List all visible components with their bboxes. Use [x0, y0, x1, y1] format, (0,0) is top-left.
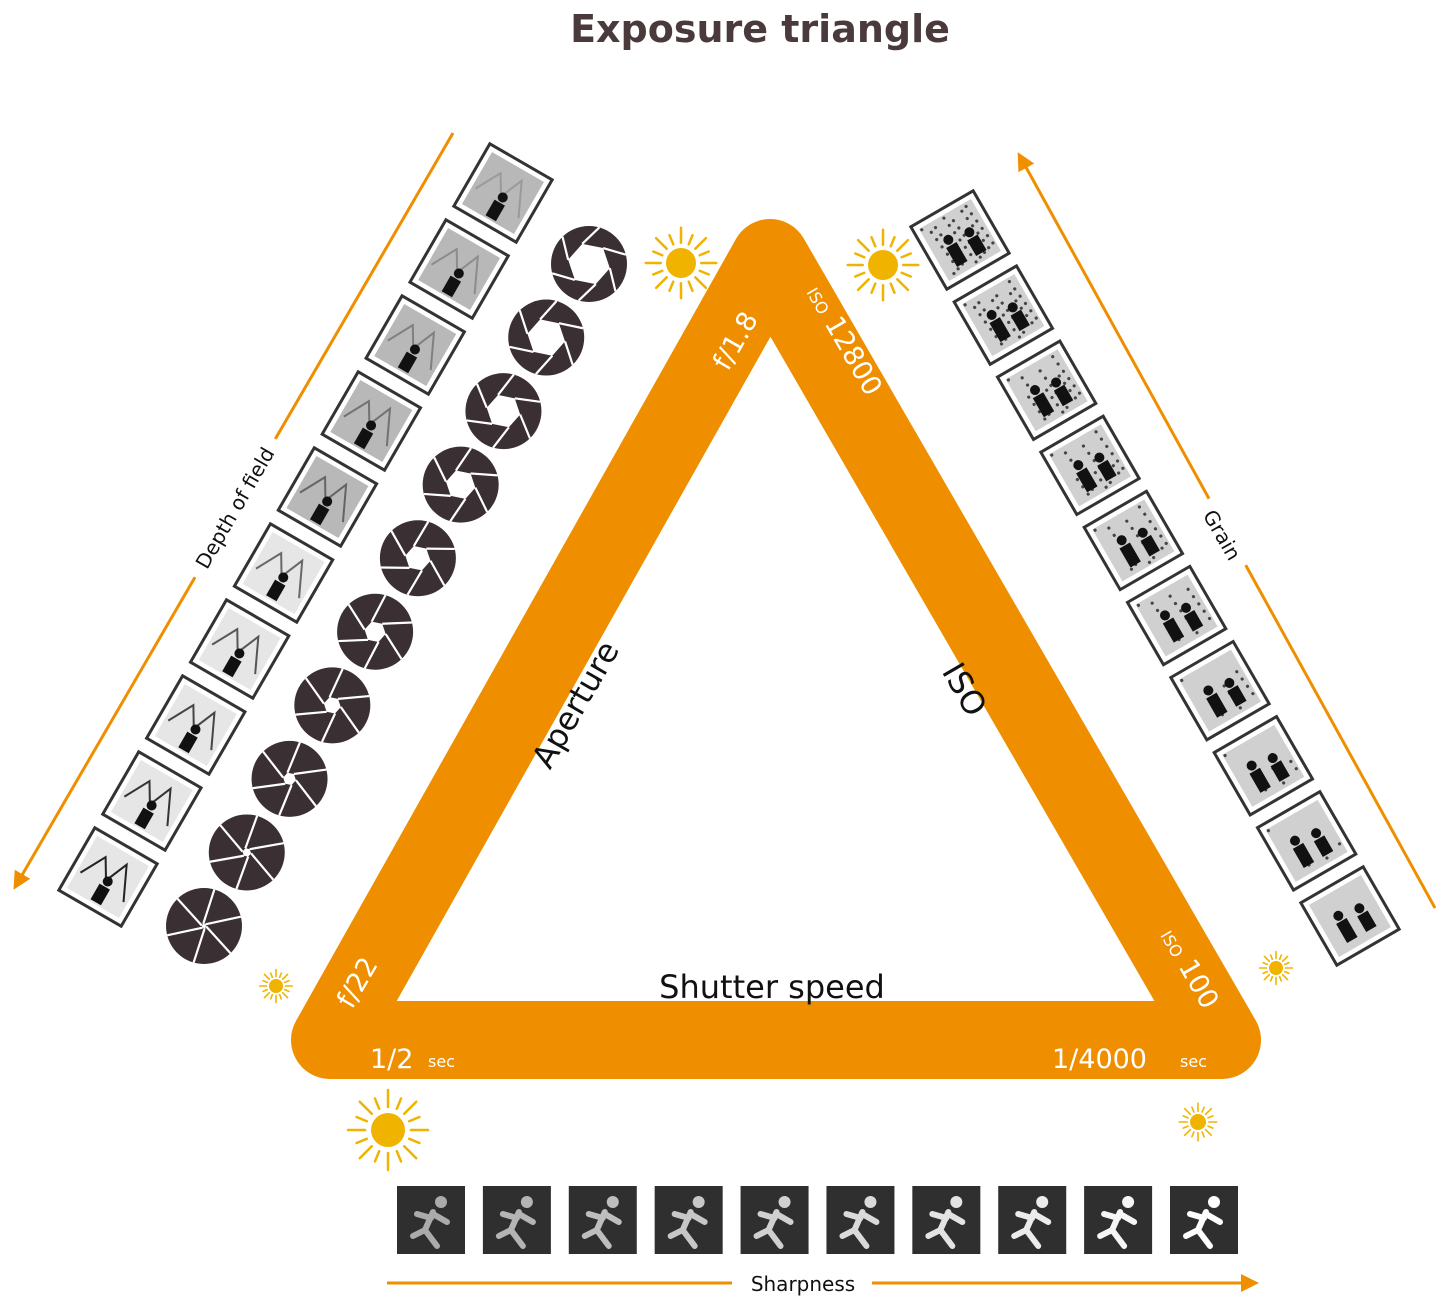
depth-of-field-thumbnail-icon: [188, 597, 291, 701]
grain-thumbnails: [908, 188, 1402, 968]
depth-of-field-thumbnails: [56, 141, 555, 929]
depth-of-field-thumbnail-icon: [320, 369, 423, 473]
depth-of-field-thumbnail-icon: [100, 749, 204, 853]
grain-thumbnail-icon: [908, 188, 1012, 292]
sharpness-label-bg: [732, 1270, 872, 1298]
running-person-icon: [740, 1186, 809, 1254]
grain-thumbnail-icon: [952, 263, 1055, 367]
diagram-title: Exposure triangle: [570, 7, 950, 51]
depth-of-field-thumbnail-icon: [232, 521, 335, 625]
sun-icon: [1258, 950, 1294, 986]
aperture-icon: [208, 814, 285, 891]
shutter-slow-value: 1/2: [370, 1044, 413, 1075]
depth-of-field-thumbnail-icon: [276, 445, 379, 549]
depth-of-field-thumbnail-icon: [451, 141, 555, 245]
shutter-fast-label: 1/4000 sec: [1052, 1044, 1207, 1075]
grain-thumbnail-icon: [1082, 489, 1185, 592]
aperture-icon: [251, 740, 328, 817]
aperture-icon: [422, 446, 499, 523]
running-person-icon: [1170, 1186, 1238, 1254]
sun-icons: [258, 226, 1294, 1172]
aperture-icon: [337, 593, 414, 670]
grain-label-bg: [1190, 494, 1255, 575]
shutter-slow-unit: sec: [428, 1052, 455, 1071]
aperture-icon: [294, 667, 371, 744]
running-person-icon: [397, 1186, 465, 1254]
running-person-icon: [568, 1186, 637, 1254]
aperture-icon: [465, 373, 542, 450]
running-person-thumbnails: [397, 1186, 1238, 1254]
depth-of-field-scale: Depth of field: [13, 132, 455, 890]
sun-icon: [346, 1088, 430, 1172]
depth-of-field-thumbnail-icon: [407, 217, 511, 321]
depth-of-field-thumbnail-icon: [363, 293, 467, 397]
running-person-icon: [998, 1186, 1067, 1254]
grain-thumbnail-icon: [1038, 414, 1142, 517]
running-person-icon: [482, 1186, 551, 1254]
sun-icon: [846, 228, 920, 302]
aperture-icon: [379, 520, 456, 597]
depth-of-field-label-bg: [181, 430, 288, 585]
aperture-icon: [551, 226, 627, 302]
shutter-slow-label: 1/2 sec: [370, 1044, 455, 1075]
running-person-icon: [654, 1186, 723, 1254]
grain-thumbnail-icon: [1168, 639, 1272, 742]
aperture-icon: [166, 888, 242, 964]
sun-icon: [1178, 1102, 1218, 1142]
running-person-icon: [1084, 1186, 1153, 1254]
aperture-icons: [166, 226, 627, 964]
shutter-side-label: Shutter speed: [659, 968, 885, 1006]
depth-of-field-thumbnail-icon: [144, 673, 248, 777]
shutter-fast-unit: sec: [1180, 1052, 1207, 1071]
grain-thumbnail-icon: [1212, 714, 1315, 818]
grain-thumbnail-icon: [1255, 789, 1358, 893]
sun-icon: [644, 226, 718, 300]
sharpness-scale: Sharpness: [387, 1270, 1259, 1298]
running-person-icon: [826, 1186, 895, 1254]
running-person-icon: [912, 1186, 981, 1254]
depth-of-field-thumbnail-icon: [56, 825, 160, 929]
exposure-triangle: [291, 219, 1261, 1079]
sun-icon: [258, 968, 294, 1004]
shutter-fast-value: 1/4000: [1052, 1044, 1147, 1075]
sharpness-label: Sharpness: [751, 1272, 855, 1296]
grain-thumbnail-icon: [1298, 864, 1402, 968]
grain-thumbnail-icon: [1125, 564, 1228, 667]
grain-thumbnail-icon: [995, 338, 1098, 442]
aperture-icon: [508, 299, 585, 376]
